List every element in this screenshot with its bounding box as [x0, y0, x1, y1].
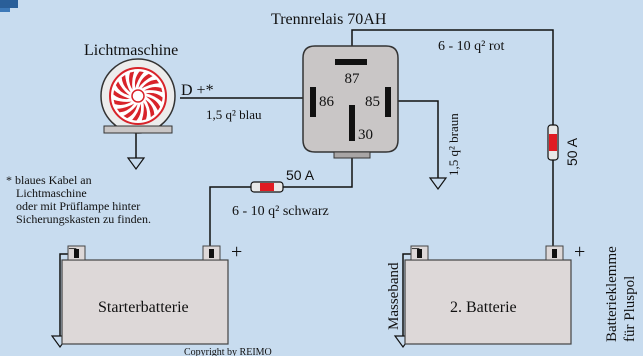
copyright: Copyright by REIMO: [184, 347, 272, 356]
second-minus-sign: −: [411, 241, 420, 258]
corner-logo: [0, 0, 18, 12]
fan-blade: [112, 98, 134, 106]
red-wire-label: 6 - 10 q² rot: [438, 39, 505, 54]
note-line: * blaues Kabel an: [6, 173, 92, 187]
pin-87-bar: [335, 59, 367, 65]
fan-blade: [112, 89, 132, 100]
fan-blade: [142, 86, 164, 94]
masseband-label: Masseband: [386, 262, 402, 330]
fan-blade: [140, 79, 161, 90]
fan-blade: [144, 98, 155, 119]
fan-blade: [144, 95, 161, 112]
footnote: * blaues Kabel an Lichtmaschine oder mit…: [6, 173, 151, 226]
alternator-fan-icon: [112, 70, 164, 122]
fan-blade: [144, 92, 164, 103]
second-battery-label: 2. Batterie: [450, 299, 517, 316]
alternator: [100, 58, 176, 134]
pin-30-label: 30: [358, 127, 373, 143]
fuse-left: [250, 181, 284, 193]
fan-blade: [115, 102, 136, 113]
fan-blade: [122, 102, 139, 119]
fan-blade: [140, 100, 148, 122]
fuse-right-label: 50 A: [564, 137, 580, 166]
fan-blade: [137, 73, 154, 90]
starter-minus-sign: −: [68, 241, 77, 258]
pin-85-bar: [385, 87, 391, 117]
d-plus-label: D +*: [181, 82, 214, 99]
wires: [59, 29, 554, 336]
black-wire-left: [209, 186, 251, 246]
pin-87-label: 87: [345, 71, 361, 87]
second-battery: [404, 245, 572, 345]
pin-85-label: 85: [365, 94, 380, 110]
starter-plus-sign: +: [231, 241, 242, 263]
alternator-label: Lichtmaschine: [84, 42, 178, 59]
fan-blade: [134, 70, 145, 90]
battery-clamp-label-line2: für Pluspol: [622, 276, 638, 342]
fan-blade: [128, 70, 136, 92]
note-line: oder mit Prüflampe hinter: [16, 199, 140, 213]
fuse-left-label: 50 A: [286, 167, 315, 183]
battery-clamp-label-line1: Batterieklemme: [604, 246, 620, 342]
fan-blade: [131, 102, 142, 122]
pin-86-bar: [310, 87, 316, 117]
second-plus-sign: +: [574, 241, 585, 263]
pin-86-label: 86: [319, 94, 335, 110]
brown-wire: [398, 100, 439, 178]
starter-battery: [61, 245, 229, 345]
relay-title: Trennrelais 70AH: [271, 11, 387, 28]
starter-battery-label: Starterbatterie: [98, 299, 189, 316]
black-wire: [283, 158, 353, 188]
fan-blade: [121, 73, 132, 94]
ground-icon: [428, 177, 448, 191]
blue-wire-label: 1,5 q² blau: [206, 107, 262, 122]
red-wire: [351, 29, 554, 125]
note-line: Sicherungskasten zu finden.: [16, 212, 151, 226]
relay: [302, 45, 399, 159]
pin-30-bar: [349, 105, 355, 141]
fan-blade: [115, 80, 132, 97]
black-wire-label: 6 - 10 q² schwarz: [232, 204, 329, 219]
note-line: Lichtmaschine: [16, 186, 87, 200]
ground-icon: [126, 157, 146, 171]
fuse-right: [547, 124, 559, 161]
brown-wire-label: 1,5 q² braun: [446, 113, 461, 176]
